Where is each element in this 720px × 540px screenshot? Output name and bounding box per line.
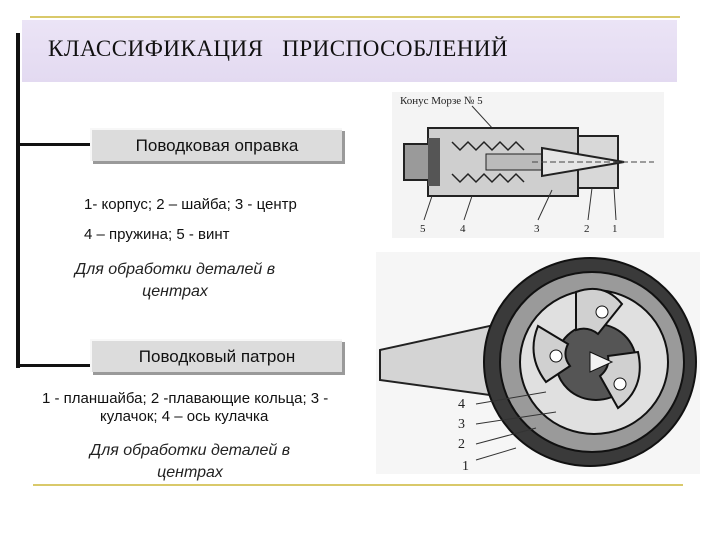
chuck-purpose-line-2: центрах [157,464,223,481]
figure2-callout-2: 2 [458,437,465,452]
figure1-callout-5: 5 [420,223,426,235]
figure1-callout-2: 2 [584,223,590,235]
chuck-drawing-svg: 4 3 2 1 [379,257,697,474]
tree-branch-2 [20,364,90,367]
mandrel-drawing-svg: Конус Морзе № 5 5 4 3 2 1 [400,95,654,235]
figure2-callout-1: 1 [462,459,469,474]
mandrel-purpose-line-1: Для обработки деталей в [74,261,276,278]
top-rule [30,16,680,18]
mandrel-drawing: Конус Морзе № 5 5 4 3 2 1 [392,92,664,238]
mandrel-purpose-line-2: центрах [142,283,208,300]
chuck-parts-line-1: 1 - планшайба; 2 -плавающие кольца; 3 - [42,390,329,407]
tree-branch-1 [20,143,90,146]
section-heading-mandrel: Поводковая оправка [90,128,342,161]
section-heading-chuck: Поводковый патрон [90,339,342,372]
tree-vertical-line [16,33,20,368]
page-title: КЛАССИФИКАЦИЯ ПРИСПОСОБЛЕНИЙ [48,36,509,61]
chuck-parts-line-2: кулачок; 4 – ось кулачка [100,408,269,425]
figure2-callout-4: 4 [458,397,465,412]
figure1-callout-1: 1 [612,223,618,235]
mandrel-parts-line-2: 4 – пружина; 5 - винт [84,226,230,243]
chuck-purpose: Для обработки деталей в центрах [50,440,330,484]
figure1-callout-4: 4 [460,223,466,235]
mandrel-parts-line-1: 1- корпус; 2 – шайба; 3 - центр [84,196,297,213]
figure1-caption: Конус Морзе № 5 [400,95,483,107]
mandrel-purpose: Для обработки деталей в центрах [40,259,310,303]
figure1-callout-3: 3 [534,223,540,235]
title-banner [22,20,677,82]
chuck-purpose-line-1: Для обработки деталей в [89,442,291,459]
chuck-drawing: 4 3 2 1 [376,252,700,474]
figure2-callout-3: 3 [458,417,465,432]
bottom-rule [33,484,683,486]
